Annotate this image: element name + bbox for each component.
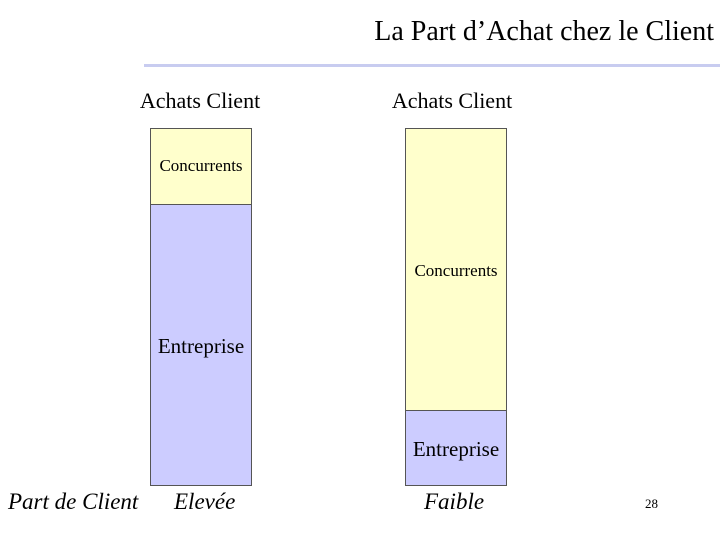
slide-title: La Part d’Achat chez le Client <box>374 16 714 47</box>
column-2-bar <box>405 128 507 486</box>
column-1-enterprise-segment <box>151 204 251 485</box>
column-1-bar <box>150 128 252 486</box>
page-number: 28 <box>645 496 658 511</box>
column-1-enterprise-label: Entreprise <box>157 334 245 358</box>
column-1-header: Achats Client <box>139 88 261 113</box>
column-1-footer: Elevée <box>174 489 236 514</box>
row-label-part-de-client: Part de Client <box>8 489 139 514</box>
column-2-footer: Faible <box>424 489 485 514</box>
title-underline <box>144 64 720 67</box>
column-2-competitors-label: Concurrents <box>414 261 498 280</box>
column-2-header: Achats Client <box>391 88 513 113</box>
column-2-competitors-segment <box>406 129 506 410</box>
column-2-enterprise-label: Entreprise <box>412 437 500 461</box>
column-2-enterprise-segment <box>406 410 506 485</box>
column-1-competitors-label: Concurrents <box>159 156 243 175</box>
column-1-competitors-segment <box>151 129 251 204</box>
